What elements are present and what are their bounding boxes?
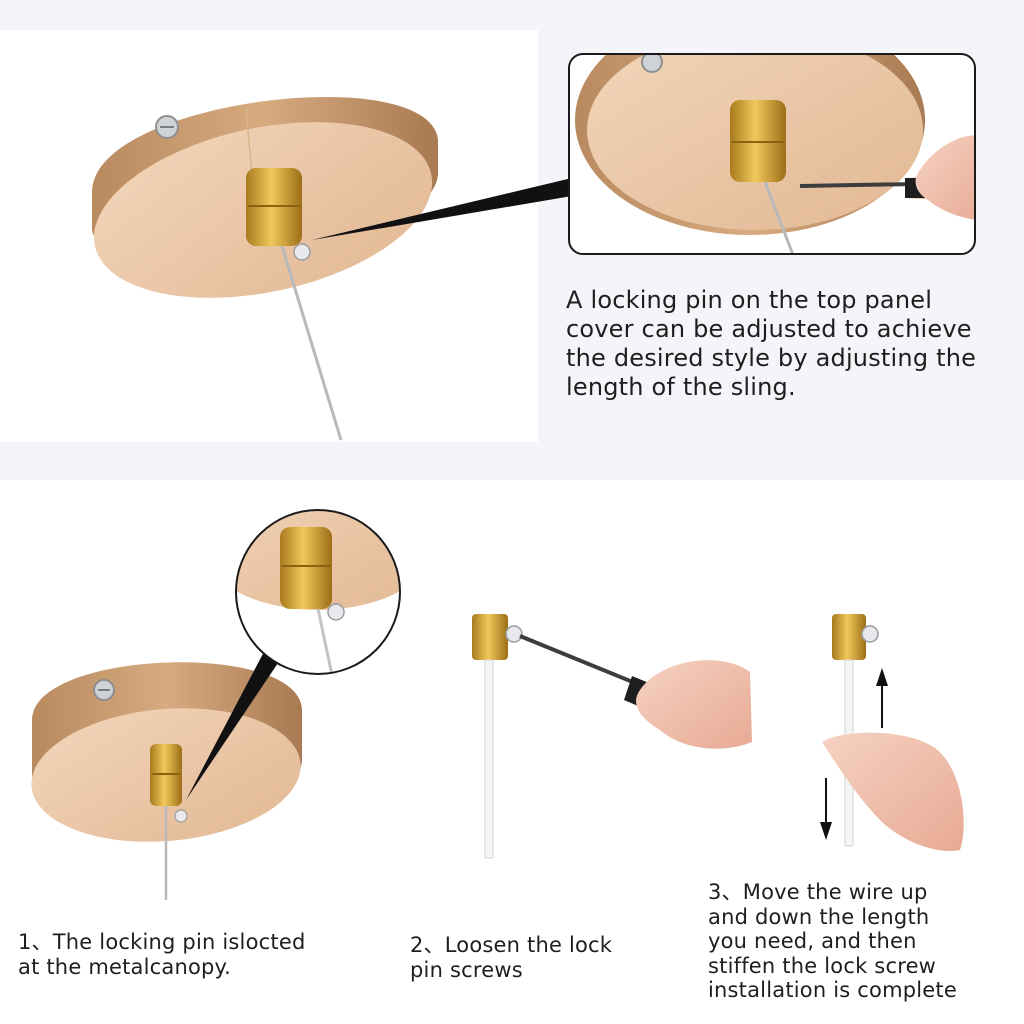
sling-wire [280,245,343,441]
hand-icon [822,732,964,851]
step3-illustration [820,614,964,851]
sling-wire [484,659,494,859]
zoom-inset [568,53,976,255]
step1-illustration [31,509,401,900]
hand-icon [636,660,752,749]
magnifier-circle-icon [235,509,401,675]
locking-pin-icon [472,614,508,660]
intro-caption: A locking pin on the top panel cover can… [566,286,977,401]
callout-pointer [186,648,280,800]
divider-band [0,442,1024,480]
locking-pin-icon [246,168,311,261]
step1-caption: 1、The locking pin islocted at the metalc… [18,930,306,979]
step3-caption: 3、Move the wire up and down the length y… [708,880,957,1002]
hand-icon [915,135,975,221]
step2-illustration [472,614,752,859]
arrow-up-icon [876,668,888,728]
locking-pin-icon [280,527,332,609]
callout-pointer [312,178,572,240]
top-band [0,0,1024,30]
arrow-down-icon [820,778,832,840]
step2-caption: 2、Loosen the lock pin screws [410,933,613,982]
locking-pin-icon [832,614,866,660]
